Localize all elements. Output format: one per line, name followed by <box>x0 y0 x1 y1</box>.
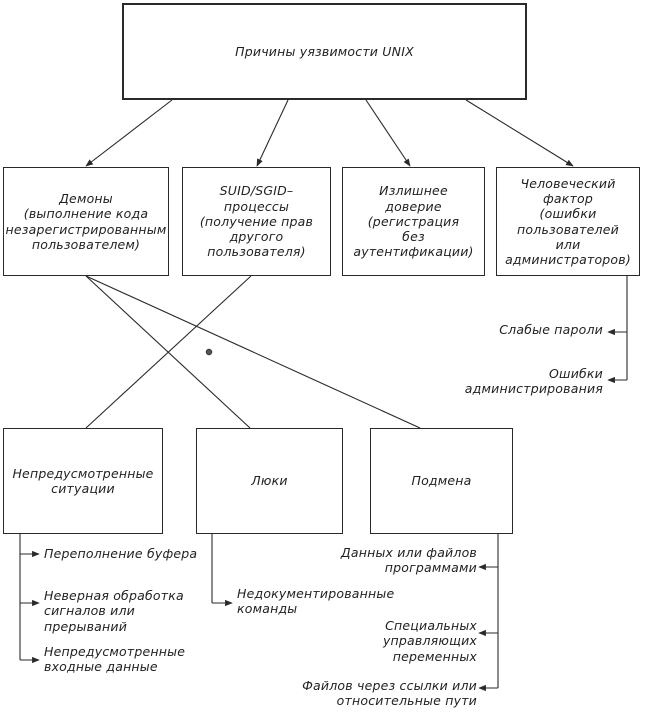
human-detail-weak-passwords: Слабые пароли <box>499 322 603 337</box>
spoofing-detail-vars: Специальных управляющих переменных <box>382 618 477 664</box>
arrow-root-to-daemons <box>85 99 173 167</box>
root-box: Причины уязвимости UNIX <box>122 3 527 100</box>
cause-label-trust: Излишнее доверие (регистрация без аутент… <box>353 183 474 260</box>
human-detail-admin-errors: Ошибки администрирования <box>464 366 603 397</box>
spoofing-detail-links: Файлов через ссылки или относительные пу… <box>302 678 477 709</box>
effect-label-hatches: Люки <box>251 473 288 489</box>
cause-label-daemons: Демоны (выполнение кода незарегистрирова… <box>5 191 167 252</box>
unforeseen-detail-input: Непредусмотренные входные данные <box>44 644 186 675</box>
junction-dot <box>205 348 213 356</box>
cause-label-suid: SUID/SGID– процессы (получение прав друг… <box>199 183 314 260</box>
spoofing-detail-data: Данных или файлов программами <box>340 545 477 576</box>
effect-label-unforeseen: Непредусмотренные ситуации <box>12 465 154 496</box>
hatches-detail-commands: Недокументированные команды <box>237 586 395 617</box>
cause-box-suid: SUID/SGID– процессы (получение прав друг… <box>182 167 331 276</box>
root-title: Причины уязвимости UNIX <box>235 43 414 59</box>
link-suid-to-unforeseen <box>85 275 252 429</box>
cause-label-human: Человеческий фактор (ошибки пользователе… <box>505 175 631 267</box>
cause-box-human: Человеческий фактор (ошибки пользователе… <box>496 167 640 276</box>
cause-box-trust: Излишнее доверие (регистрация без аутент… <box>342 167 485 276</box>
unforeseen-detail-signals: Неверная обработка сигналов или прерыван… <box>44 588 184 634</box>
effect-box-unforeseen: Непредусмотренные ситуации <box>3 428 163 534</box>
link-daemons-to-spoofing <box>85 275 421 429</box>
effect-box-spoofing: Подмена <box>370 428 513 534</box>
arrow-root-to-trust <box>365 99 411 167</box>
arrow-root-to-human <box>465 99 574 167</box>
arrow-root-to-suid <box>256 99 289 167</box>
effect-label-spoofing: Подмена <box>411 473 472 489</box>
unforeseen-detail-buffer-overflow: Переполнение буфера <box>44 546 198 561</box>
effect-box-hatches: Люки <box>196 428 343 534</box>
cause-box-daemons: Демоны (выполнение кода незарегистрирова… <box>3 167 169 276</box>
